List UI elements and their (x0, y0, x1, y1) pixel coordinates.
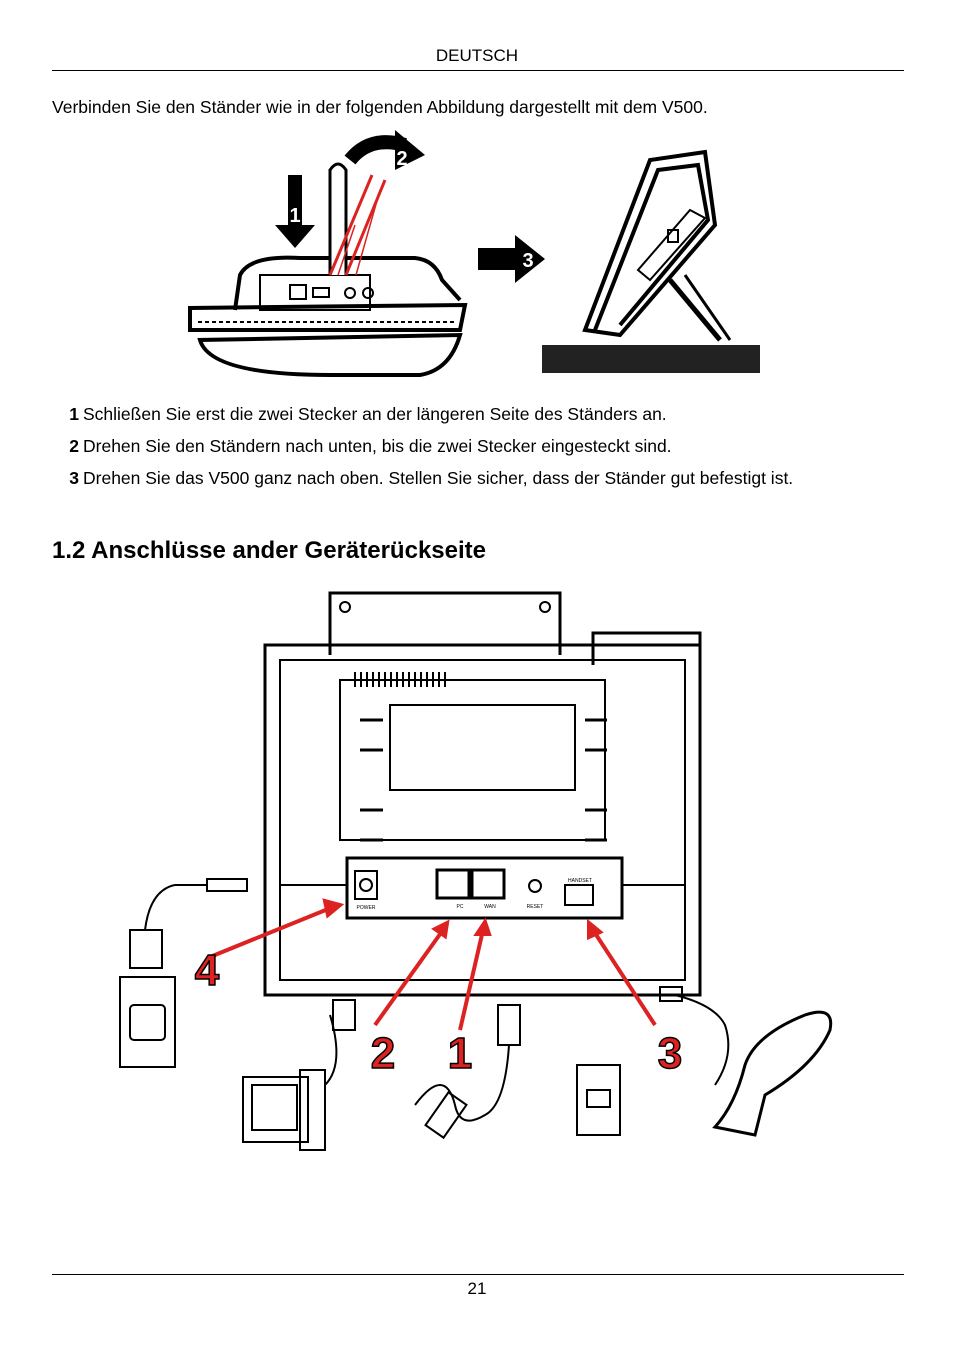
arrow-2-curved: 2 (344, 130, 425, 170)
port-label-handset: HANDSET (568, 878, 592, 884)
intro-text: Verbinden Sie den Ständer wie in der fol… (52, 97, 708, 117)
arrow-1-down: 1 (275, 175, 315, 248)
callout-2: 2 (396, 148, 407, 170)
step-item: 1 Schließen Sie erst die zwei Stecker an… (52, 402, 872, 426)
port-labels: POWER PC WAN RESET HANDSET (357, 878, 592, 911)
phone-flat-illustration (188, 255, 468, 377)
handset-illustration (659, 986, 833, 1137)
callout-1: 1 (448, 1029, 472, 1078)
port-label-power: POWER (357, 905, 376, 911)
page-number: 21 (467, 1279, 487, 1298)
callout-1: 1 (289, 205, 300, 227)
phone-standing-illustration (582, 149, 732, 342)
step-item: 2 Drehen Sie den Ständern nach unten, bi… (52, 434, 872, 458)
step-number: 2 (69, 436, 79, 456)
port-label-pc: PC (457, 904, 464, 910)
callout-3: 3 (658, 1029, 682, 1078)
header-language: DEUTSCH (435, 46, 519, 65)
step-text: Schließen Sie erst die zwei Stecker an d… (83, 404, 667, 424)
connection-arrows (209, 898, 657, 1031)
step-number: 3 (69, 468, 79, 488)
step-text: Drehen Sie den Ständern nach unten, bis … (83, 436, 672, 456)
stand-attachment-figure: 1 2 3 (188, 130, 760, 377)
step-list: 1 Schließen Sie erst die zwei Stecker an… (52, 402, 872, 498)
power-adapter-illustration (119, 878, 248, 1068)
step-number: 1 (69, 404, 79, 424)
callout-numbers: 4 2 1 3 (194, 945, 683, 1079)
arrow-3-right: 3 (478, 235, 545, 283)
callout-3: 3 (522, 250, 533, 272)
header-rule (52, 70, 904, 71)
computer-illustration (242, 999, 356, 1151)
callout-2: 2 (371, 1029, 395, 1078)
footer-rule (52, 1274, 904, 1275)
callout-4: 4 (195, 946, 220, 995)
rear-connections-figure: POWER PC WAN RESET HANDSET (119, 591, 833, 1151)
step-item: 3 Drehen Sie das V500 ganz nach oben. St… (52, 466, 872, 490)
section-title: 1.2 Anschlüsse ander Geräterückseite (52, 537, 486, 564)
port-label-reset: RESET (527, 904, 544, 910)
port-label-wan: WAN (484, 904, 496, 910)
step-text: Drehen Sie das V500 ganz nach oben. Stel… (83, 468, 794, 488)
phone-rear-illustration (263, 591, 702, 997)
stand-illustration (328, 162, 387, 276)
network-cable-illustration (414, 1004, 621, 1140)
table-surface (542, 345, 760, 373)
